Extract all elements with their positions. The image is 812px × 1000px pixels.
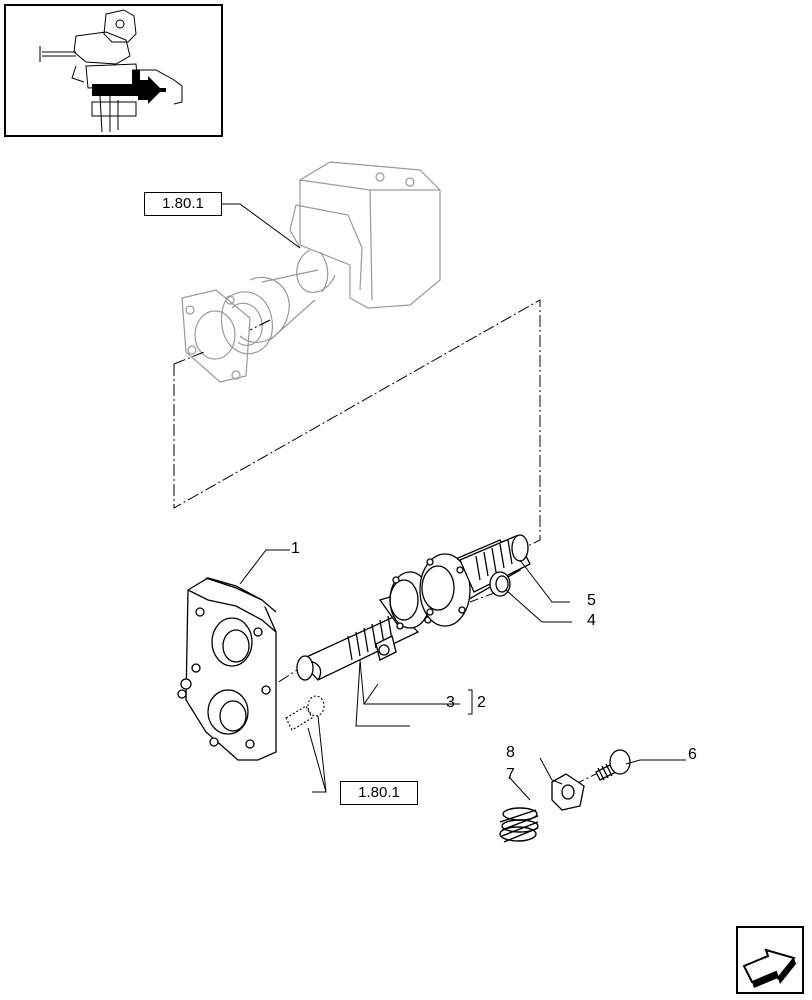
callout-5: 5 [587, 592, 596, 609]
callout-1: 1 [291, 540, 300, 557]
callout-7: 7 [506, 766, 515, 783]
reference-bottom[interactable]: 1.80.1 [340, 781, 418, 805]
part-1-cover-plate [177, 577, 277, 761]
callout-8: 8 [506, 744, 515, 761]
bolt-group [285, 695, 325, 731]
part-8-washer [551, 773, 585, 811]
part-4-ring [489, 571, 511, 597]
gearbox-housing [181, 161, 441, 383]
locator-drawing [39, 9, 183, 133]
reference-bottom-label: 1.80.1 [358, 784, 400, 801]
reference-top[interactable]: 1.80.1 [144, 192, 222, 216]
locator-thumbnail [4, 4, 223, 137]
callout-2: 2 [477, 694, 486, 711]
reference-top-label: 1.80.1 [162, 195, 204, 212]
part-6-screw [595, 749, 631, 781]
part-2-shaft-assembly [296, 534, 531, 681]
part-7-spring [499, 807, 539, 843]
leader-lines [222, 203, 686, 801]
callout-4: 4 [587, 612, 596, 629]
next-page-button[interactable] [736, 926, 804, 994]
callout-6: 6 [688, 746, 697, 763]
callout-3: 3 [446, 694, 455, 711]
next-page-arrow-icon [742, 948, 796, 988]
